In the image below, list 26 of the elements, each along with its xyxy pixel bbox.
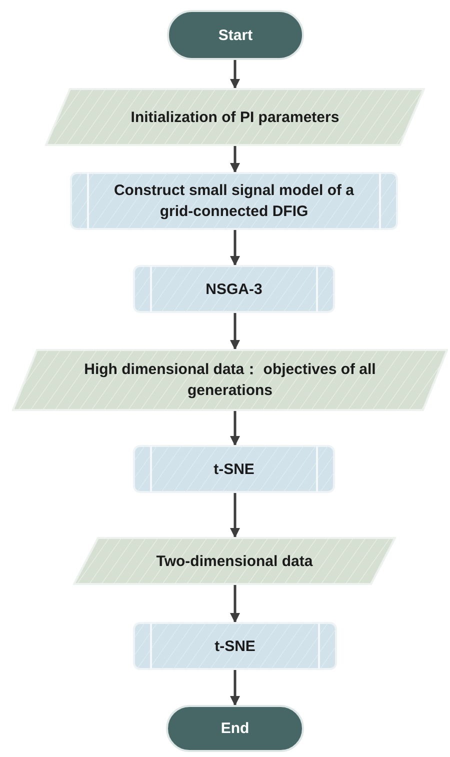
arrow (230, 411, 240, 446)
process-box (133, 445, 335, 493)
node-label: High dimensional data： objectives of all generations (83, 360, 377, 401)
process-box (133, 622, 337, 670)
data-parallelogram (73, 537, 396, 585)
node-label: End (220, 719, 250, 739)
arrow (230, 230, 240, 266)
node-label: NSGA-3 (204, 280, 264, 300)
node-label: t-SNE (214, 636, 256, 656)
data-parallelogram (45, 88, 425, 146)
arrow (230, 493, 240, 538)
terminal-pill (166, 705, 304, 752)
arrow (230, 60, 240, 89)
node-label: Initialization of PI parameters (130, 108, 340, 128)
node-label: t-SNE (212, 460, 256, 480)
arrow (230, 670, 240, 706)
terminal-pill (167, 10, 304, 60)
data-parallelogram (12, 349, 448, 411)
arrow (230, 313, 240, 350)
node-label: Construct small signal model of a grid-connected DFIG (112, 181, 356, 222)
process-box (133, 265, 335, 313)
arrow (230, 585, 240, 623)
node-label: Start (217, 26, 254, 46)
node-label: Two-dimensional data (155, 552, 314, 572)
process-box (70, 172, 398, 230)
arrow (230, 146, 240, 173)
